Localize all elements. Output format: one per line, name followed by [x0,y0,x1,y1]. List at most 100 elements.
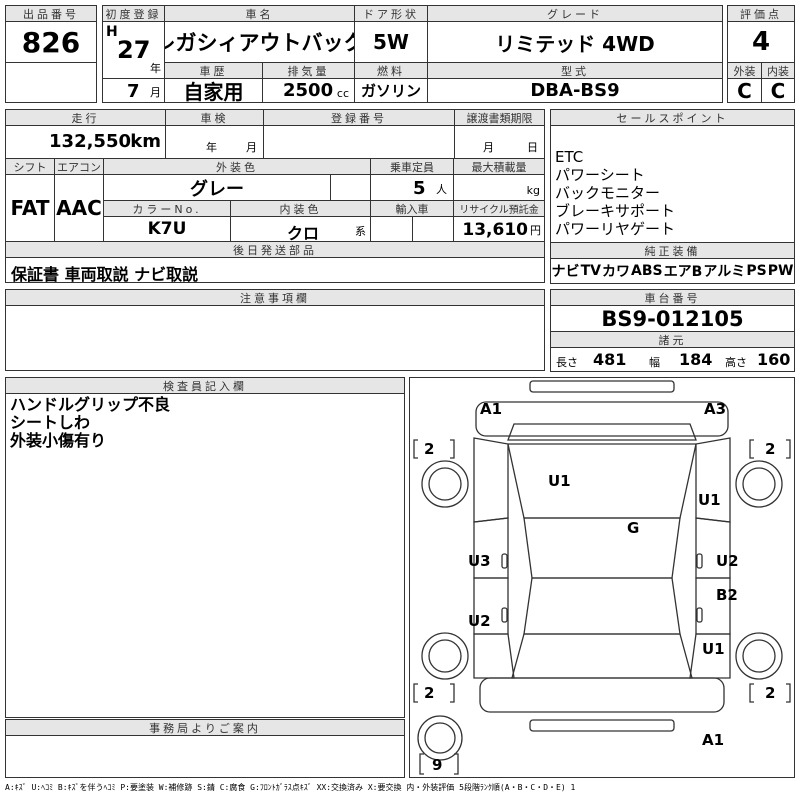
car-outline [413,380,791,775]
load-unit: kg [526,184,540,197]
exterior-grade: C [727,78,762,103]
transfer-cell: 月 日 [454,125,545,159]
transfer-label: 譲渡書類期限 [454,109,545,126]
color-label: 外装色 [103,158,371,175]
color-no: K7U [103,216,231,242]
office-label: 事務局よりご案内 [5,719,405,736]
int-color: クロ [287,224,320,243]
year-unit: 年 [150,62,161,75]
interior-label: 内装 [761,62,795,79]
chassis-number: BS9-012105 [550,305,795,332]
model-label: 型式 [427,62,723,79]
hood [523,577,681,635]
car-name-label: 車名 [164,5,355,22]
int-color-label: 内装色 [230,200,371,217]
doors-label: ドア形状 [354,5,428,22]
fuel-label: 燃料 [354,62,428,79]
center-body [523,517,681,579]
inspector-text: ハンドルグリップ不良 シートしわ 外装小傷有り [10,395,171,450]
interior-grade: C [761,78,795,103]
capacity-label: 乗車定員 [370,158,454,175]
mileage: 132,550 [49,131,131,152]
insp-year-unit: 年 [206,141,217,154]
int-color-cell: クロ 系 [230,216,371,243]
ac: AAC [54,174,104,242]
capacity-cell: 5 人 [370,174,454,201]
insp-month-unit: 月 [246,141,257,154]
later-cell: 保証書 車両取説 ナビ取説 [5,257,545,284]
grade-label: グレード [427,5,723,22]
front-bumper [529,719,675,732]
first-reg-label: 初度登録 [102,5,165,22]
history: 自家用 [164,78,263,103]
tire-spare: 9 [432,756,443,774]
mark-right-rear-door: U2 [716,552,739,570]
fuel: ガソリン [354,78,428,103]
mark-rear-left: A1 [480,400,503,418]
first-reg-year-cell: H 27 年 [102,21,165,79]
length-label: 長さ [556,356,578,369]
doors: 5W [354,21,428,63]
color-extra [330,174,371,201]
equip-airbag: エアB [663,264,703,280]
inspector-label: 検査員記入欄 [5,377,405,394]
wheel-rear-right [735,460,783,508]
sales-points: ETC パワーシート バックモニター ブレーキサポート パワーリヤゲート [555,148,676,238]
import-value-1 [370,216,413,242]
mark-right-rear-quarter: U1 [698,491,721,509]
color: グレー [103,174,331,201]
recycle-cell: 13,610 円 [453,216,545,242]
equip-tv: TV [580,263,601,279]
load-label: 最大積載量 [453,158,545,175]
tire-front-right: 2 [765,684,776,702]
equip-leather: カワ [602,264,630,280]
inspection-cell: 年 月 [165,125,264,159]
exterior-label: 外装 [727,62,762,79]
mark-center: G [627,519,640,537]
equipment-list: ナビ TV カワ ABS エアB アルミ PS PW [550,258,795,284]
sales-label: セールスポイント [550,109,795,126]
shift-label: シフト [5,158,55,175]
recycle: 13,610 [462,220,528,240]
mileage-label: 走行 [5,109,166,126]
spare-tire [417,715,463,761]
wheel-front-right [735,632,783,680]
displacement-unit: cc [336,87,349,100]
tire-front-left: 2 [424,684,435,702]
history-label: 車歴 [164,62,263,79]
equipment-label: 純正装備 [550,242,795,259]
office-box [5,735,405,778]
first-reg-month: 7 [127,81,140,102]
mileage-unit: km [130,131,161,152]
chassis-label: 車台番号 [550,289,795,306]
tire-rear-right: 2 [765,440,776,458]
length: 481 [593,350,627,369]
rear-glass [507,423,697,441]
front-glass [511,633,693,679]
rear-top-bumper [529,380,675,393]
lot-no: 826 [5,21,97,63]
capacity-unit: 人 [436,183,447,196]
score: 4 [727,21,795,63]
sales-box: ETC パワーシート バックモニター ブレーキサポート パワーリヤゲート [550,125,795,243]
import-label: 輸入車 [370,200,454,217]
later-label: 後日発送部品 [5,241,545,258]
recycle-label: リサイクル預託金 [453,200,545,217]
color-no-label: カラーNo. [103,200,231,217]
dims-label: 諸元 [550,331,795,348]
transfer-month-unit: 月 [483,141,494,154]
equip-ps: PS [746,263,767,279]
score-label: 評価点 [727,5,795,22]
displacement: 2500 [283,80,334,101]
mark-front-bumper: A1 [702,731,725,749]
car-name: レガシィアウトバック [164,21,355,63]
recycle-unit: 円 [530,224,541,237]
mark-right-front-door: B2 [716,586,738,604]
mark-left-front-door: U2 [468,612,491,630]
month-unit: 月 [150,86,161,99]
transfer-day-unit: 日 [527,141,538,154]
displacement-cell: 2500 cc [262,78,355,103]
first-reg-month-cell: 7 月 [102,78,165,103]
mark-rear-right: A3 [704,400,727,418]
displacement-label: 排気量 [262,62,355,79]
